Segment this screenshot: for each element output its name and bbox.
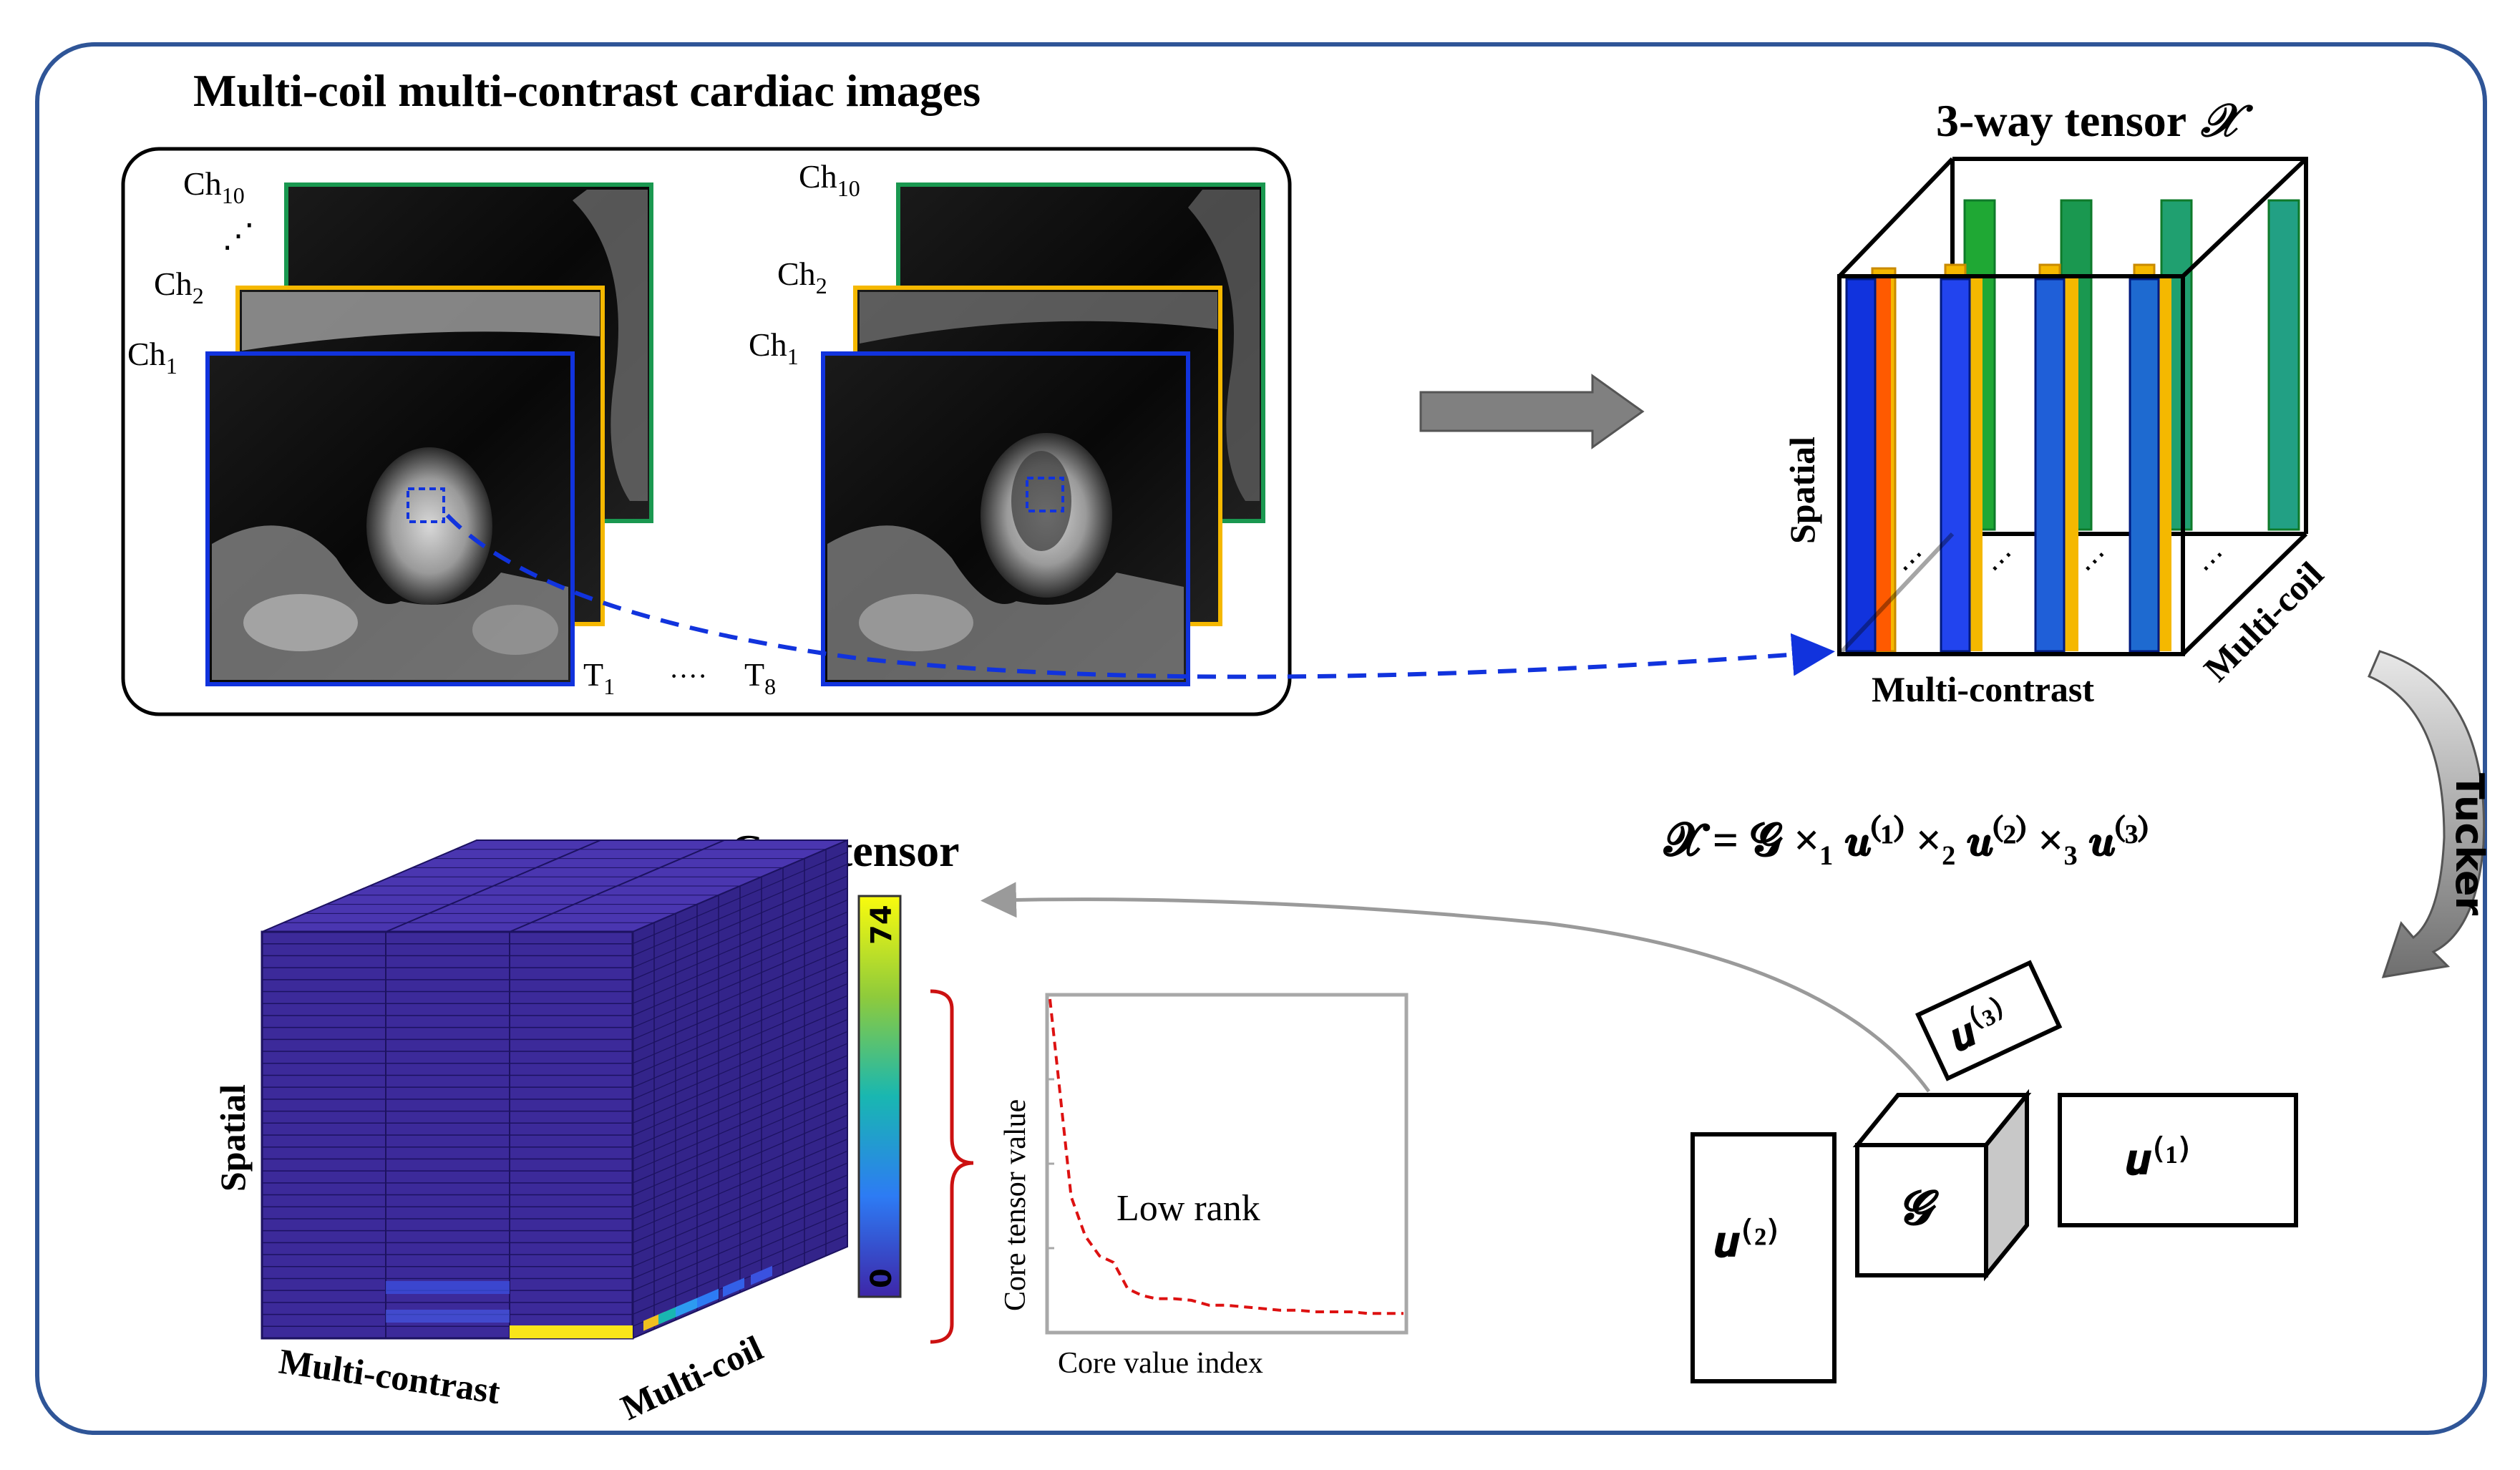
ch2-label-1: Ch2: [154, 266, 204, 308]
ch-dots-1: ⋰: [222, 218, 255, 254]
core-axis-contrast: Multi-contrast: [276, 1340, 502, 1411]
colorbar-min: 0: [865, 1268, 898, 1288]
t1-label: T1: [583, 656, 615, 699]
to-tensor-block-arrow: [1421, 376, 1643, 447]
colorbar: [859, 896, 900, 1297]
rank-annotation: Low rank: [1117, 1188, 1260, 1229]
u3-box-group: 𝒖⁽³⁾: [1918, 963, 2059, 1079]
ch1-label-1: Ch1: [127, 336, 177, 379]
svg-text:⋯: ⋯: [1890, 540, 1933, 583]
u2-label: 𝒖⁽²⁾: [1714, 1217, 1781, 1265]
ch1-label-2: Ch1: [749, 326, 799, 369]
svg-text:⋯: ⋯: [2073, 540, 2116, 583]
t8-label: T8: [744, 656, 776, 699]
core-tensor-cube: [262, 840, 847, 1338]
images-title: Multi-coil multi-contrast cardiac images: [193, 65, 981, 116]
red-bracket: [930, 991, 973, 1342]
tensor-axis-contrast: Multi-contrast: [1872, 669, 2094, 709]
rank-xlabel: Core value index: [1058, 1347, 1263, 1380]
core-axis-spatial: Spatial: [213, 1084, 253, 1192]
ch10-label-1: Ch10: [183, 165, 245, 208]
image-stack-t8: [823, 185, 1263, 684]
core-axis-coil: Multi-coil: [615, 1328, 769, 1428]
colorbar-max: 74: [865, 905, 898, 945]
tucker-equation: 𝓧 = 𝓖 ×₁ 𝒖⁽¹⁾ ×₂ 𝒖⁽²⁾ ×₃ 𝒖⁽³⁾: [1663, 814, 2149, 865]
rank-ylabel: Core tensor value: [999, 1099, 1032, 1311]
tensor-cube: ⋯ ⋯ ⋯ ⋯: [1839, 159, 2306, 654]
tucker-label: Tucker: [2447, 773, 2492, 915]
heart-t1: [366, 447, 492, 605]
ch2-label-2: Ch2: [777, 255, 827, 298]
u1-label: 𝒖⁽¹⁾: [2126, 1135, 2193, 1183]
rank-chart-frame: [1047, 995, 1406, 1333]
svg-text:⋯: ⋯: [2191, 540, 2234, 583]
t-dots: ····: [669, 660, 707, 692]
g-cube: [1857, 1095, 2027, 1275]
core-max-cell: [510, 1325, 633, 1338]
ch10-label-2: Ch10: [799, 158, 860, 201]
svg-text:⋯: ⋯: [1980, 540, 2023, 583]
tensor-axis-spatial: Spatial: [1782, 437, 1822, 544]
image-stack-t1: [208, 185, 651, 684]
rank-chart: Low rank Core tensor value Core value in…: [999, 995, 1406, 1380]
